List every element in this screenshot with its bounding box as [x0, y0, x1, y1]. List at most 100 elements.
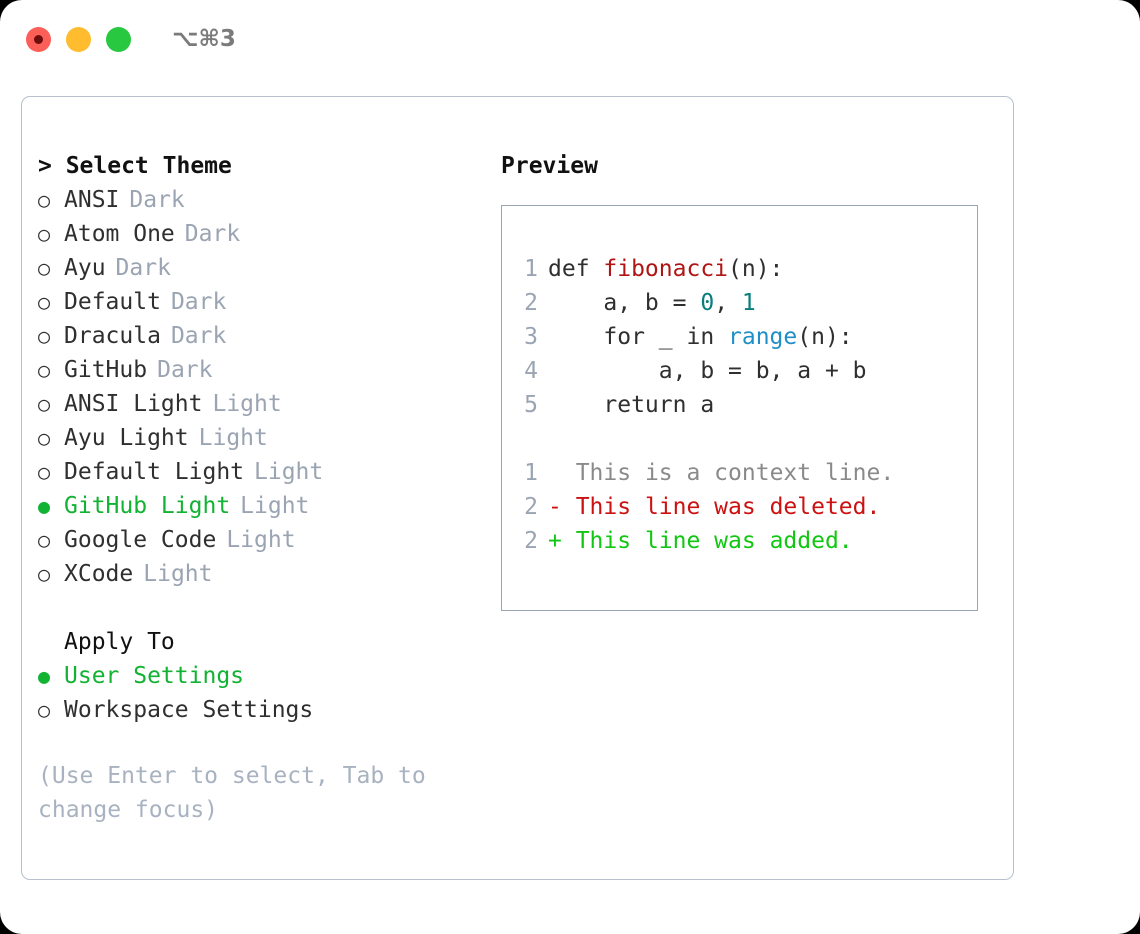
theme-name-label: GitHub Light [64, 493, 231, 519]
diff-text: This line was added. [561, 528, 853, 554]
code-token-num: 1 [741, 290, 756, 316]
radio-unselected-icon: ○ [38, 222, 51, 246]
theme-list-item[interactable]: ○ ANSI Dark [38, 183, 498, 217]
code-token-plain: for _ in [548, 324, 729, 350]
theme-list-item[interactable]: ○ Atom One Dark [38, 217, 498, 251]
code-token-fn: fibonacci [603, 256, 729, 282]
theme-list-item[interactable]: ○ Dracula Dark [38, 319, 498, 353]
apply-to-option[interactable]: ○ Workspace Settings [38, 693, 498, 727]
diff-sample: 1 This is a context line.2- This line wa… [522, 456, 977, 558]
radio-unselected-icon: ○ [38, 426, 51, 450]
radio-unselected-icon: ○ [38, 392, 51, 416]
diff-line: 2- This line was deleted. [522, 490, 977, 524]
diff-marker: - [548, 494, 562, 520]
line-number: 3 [524, 324, 538, 350]
theme-category-label: Light [143, 561, 213, 587]
keyboard-hint: (Use Enter to select, Tab to change focu… [38, 763, 426, 823]
theme-category-label: Dark [129, 187, 185, 213]
radio-unselected-icon: ○ [38, 528, 51, 552]
theme-list-item[interactable]: ● GitHub Light Light [38, 489, 498, 523]
code-line: 3 for _ in range(n): [522, 320, 977, 354]
radio-unselected-icon: ○ [38, 460, 51, 484]
theme-name-label: Default [64, 289, 161, 315]
theme-category-label: Light [226, 527, 296, 553]
diff-text: This is a context line. [561, 460, 895, 486]
theme-name-label: Ayu [64, 255, 106, 281]
theme-list-item[interactable]: ○ Ayu Light Light [38, 421, 498, 455]
diff-marker [548, 460, 562, 486]
theme-list-item[interactable]: ○ Google Code Light [38, 523, 498, 557]
theme-name-label: GitHub [64, 357, 148, 383]
preview-title: Preview [501, 153, 598, 179]
code-line: 2 a, b = 0, 1 [522, 286, 977, 320]
diff-marker: + [548, 528, 562, 554]
theme-name-label: XCode [64, 561, 134, 587]
line-number: 2 [524, 494, 538, 520]
theme-list-item[interactable]: ○ ANSI Light Light [38, 387, 498, 421]
theme-list-item[interactable]: ○ Default Light Light [38, 455, 498, 489]
apply-to-label: Workspace Settings [64, 697, 314, 723]
radio-selected-icon: ● [38, 494, 51, 518]
theme-category-label: Dark [157, 357, 213, 383]
code-token-plain: (n): [728, 256, 784, 282]
theme-name-label: ANSI Light [64, 391, 203, 417]
list-spacer [38, 591, 498, 625]
apply-to-option[interactable]: ●User Settings [38, 659, 498, 693]
theme-category-label: Dark [115, 255, 171, 281]
apply-to-options: ●User Settings ○ Workspace Settings [38, 659, 498, 727]
code-token-plain: a, b = [548, 290, 701, 316]
minimize-button-icon[interactable] [66, 26, 91, 52]
diff-line: 2 + This line was added. [522, 524, 977, 558]
theme-name-label: Ayu Light [64, 425, 189, 451]
theme-name-label: Google Code [64, 527, 217, 553]
radio-unselected-icon: ○ [38, 188, 51, 212]
radio-selected-icon: ● [38, 664, 51, 688]
theme-category-label: Dark [184, 221, 241, 247]
theme-name-label: ANSI [64, 187, 120, 213]
line-number: 1 [524, 460, 538, 486]
theme-category-label: Light [212, 391, 282, 417]
theme-category-label: Light [240, 493, 310, 519]
theme-name-label: Dracula [64, 323, 161, 349]
window-controls [26, 26, 131, 52]
maximize-button-icon[interactable] [106, 26, 131, 52]
code-token-num: 0 [700, 290, 715, 316]
theme-category-label: Dark [170, 323, 227, 349]
code-token-plain: a, b = b, a + b [548, 358, 867, 384]
line-number: 1 [524, 256, 538, 282]
theme-category-label: Dark [170, 289, 227, 315]
title-bar: ⌥⌘3 [0, 0, 1140, 78]
line-number: 5 [524, 392, 538, 418]
diff-text: This line was deleted. [561, 494, 881, 520]
code-token-plain: (n): [797, 324, 853, 350]
line-number: 4 [524, 358, 538, 384]
radio-unselected-icon: ○ [38, 324, 51, 348]
theme-name-label: Atom One [64, 221, 175, 247]
code-token-call: range [728, 324, 798, 350]
apply-to-title: Apply To [64, 629, 175, 655]
code-token-plain: def [548, 256, 604, 282]
radio-unselected-icon: ○ [38, 358, 51, 382]
theme-category-label: Light [198, 425, 268, 451]
close-button-icon[interactable] [26, 26, 51, 52]
theme-list-item[interactable]: ○ GitHub Dark [38, 353, 498, 387]
theme-list-item[interactable]: ○ Default Dark [38, 285, 498, 319]
radio-unselected-icon: ○ [38, 290, 51, 314]
keyboard-shortcut-label: ⌥⌘3 [172, 26, 236, 52]
line-number: 2 [524, 528, 538, 554]
theme-name-label: Default Light [64, 459, 245, 485]
line-number: 2 [524, 290, 538, 316]
theme-list-title: > Select Theme [38, 153, 232, 179]
theme-category-label: Light [254, 459, 324, 485]
code-token-plain: return a [548, 392, 715, 418]
radio-unselected-icon: ○ [38, 698, 51, 722]
diff-line: 1 This is a context line. [522, 456, 977, 490]
